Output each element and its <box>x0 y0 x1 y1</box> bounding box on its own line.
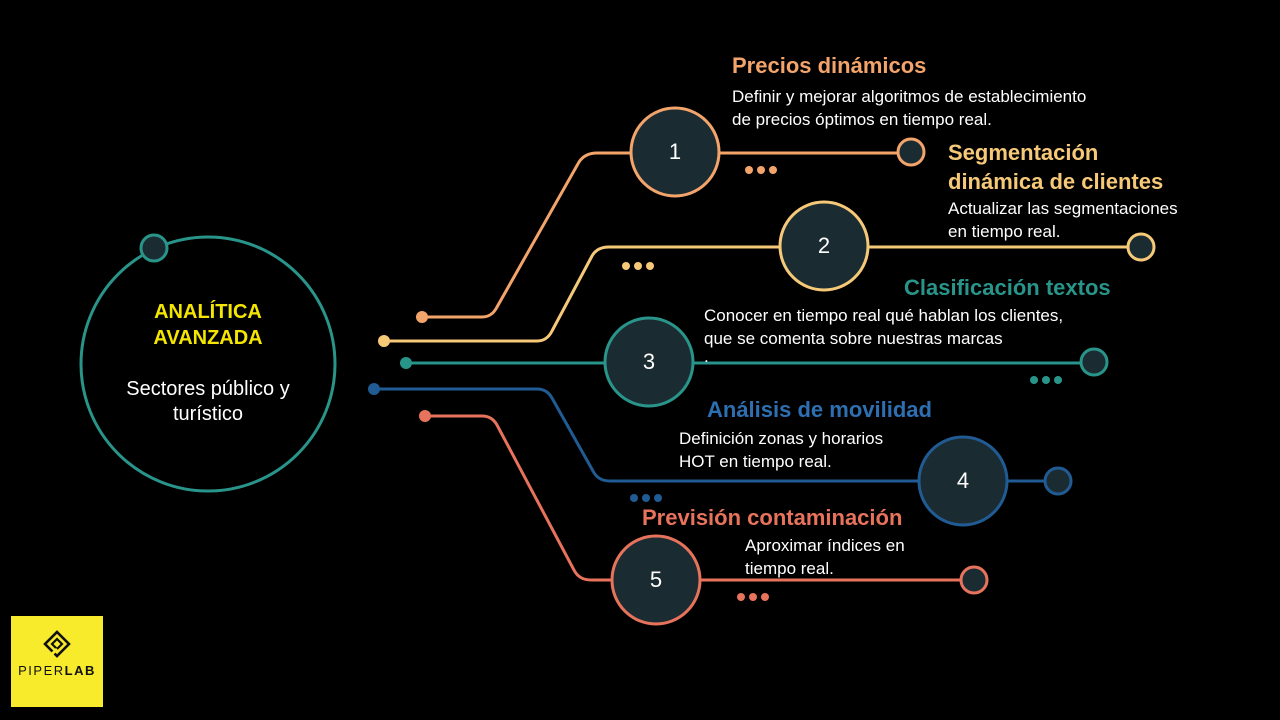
logo-brand-part1: PIPER <box>18 663 65 678</box>
branch-4-desc-line1: Definición zonas y horarios <box>679 429 884 448</box>
hub-subtitle-line1: Sectores público y <box>126 378 290 400</box>
hub-title: ANALÍTICA AVANZADA <box>88 299 328 351</box>
branch-4-description: Definición zonas y horarios HOT en tiemp… <box>679 427 883 473</box>
branch-2-number: 2 <box>817 233 831 258</box>
branch-4-desc-line2: HOT en tiempo real. <box>679 452 832 471</box>
branch-5-start-dot <box>419 410 431 422</box>
branch-2-title-line2: dinámica de clientes <box>948 169 1164 194</box>
branch-5-end-dot <box>959 565 989 595</box>
branch-1-desc-line1: Definir y mejorar algoritmos de establec… <box>732 87 1087 106</box>
branch-4-node <box>917 435 1009 527</box>
branch-4-end-dot <box>1043 466 1073 496</box>
branch-4-connector <box>374 387 921 483</box>
branch-4-number: 4 <box>956 468 970 493</box>
branch-1-desc-line2: de precios óptimos en tiempo real. <box>732 110 992 129</box>
logo-brand-part2: LAB <box>64 663 96 678</box>
branch-5-desc-line1: Aproximar índices en <box>745 536 905 555</box>
branch-3-node <box>603 316 695 408</box>
branch-2-connector <box>384 245 781 343</box>
branch-3-desc-line3: . <box>704 347 709 366</box>
branch-4-ellipsis-icon <box>630 494 662 502</box>
branch-5-number: 5 <box>649 567 663 592</box>
branch-5-title: Previsión contaminación <box>642 505 903 530</box>
branch-5-description: Aproximar índices en tiempo real. <box>745 534 905 580</box>
branch-5-node <box>610 534 702 626</box>
branch-3-desc-line1: Conocer en tiempo real qué hablan los cl… <box>704 306 1064 325</box>
hub-title-line2: AVANZADA <box>153 327 263 349</box>
diamond-logo-icon <box>43 630 71 658</box>
branch-5-desc-line2: tiempo real. <box>745 559 834 578</box>
branch-3-number: 3 <box>642 349 656 374</box>
branch-2-node <box>778 200 870 292</box>
branch-4-title: Análisis de movilidad <box>707 397 932 422</box>
hub-subtitle-line2: turístico <box>172 403 244 425</box>
branch-2-title-line1: Segmentación <box>948 140 1099 165</box>
branch-1-ellipsis-icon <box>745 166 777 174</box>
branch-3-description: Conocer en tiempo real qué hablan los cl… <box>704 304 1064 366</box>
branch-1-title: Precios dinámicos <box>732 53 927 78</box>
hub-title-line1: ANALÍTICA <box>154 301 262 323</box>
branch-2-start-dot <box>378 335 390 347</box>
branch-3-start-dot <box>400 357 412 369</box>
branch-5-connector <box>425 414 613 582</box>
logo-wordmark: PIPERLAB <box>11 663 103 678</box>
branch-1-end-dot <box>896 137 926 167</box>
branch-2-ellipsis-icon <box>622 262 654 270</box>
branch-3-title: Clasificación textos <box>904 275 1111 300</box>
hub-dot <box>139 233 169 263</box>
branch-1-number: 1 <box>668 139 682 164</box>
branch-1-description: Definir y mejorar algoritmos de establec… <box>732 85 1086 131</box>
hub-circle <box>79 235 337 493</box>
hub-subtitle: Sectores público y turístico <box>108 377 308 427</box>
branch-5-ellipsis-icon <box>737 593 769 601</box>
branch-1-start-dot <box>416 311 428 323</box>
branch-4-start-dot <box>368 383 380 395</box>
piperlab-logo: PIPERLAB <box>11 616 103 707</box>
branch-2-description: Actualizar las segmentaciones en tiempo … <box>948 197 1178 243</box>
branch-3-desc-line2: que se comenta sobre nuestras marcas <box>704 329 1003 348</box>
branch-1-connector <box>422 151 632 319</box>
branch-1-node <box>629 106 721 198</box>
branch-2-end-dot <box>1126 232 1156 262</box>
branch-2-desc-line2: en tiempo real. <box>948 222 1061 241</box>
branch-2-desc-line1: Actualizar las segmentaciones <box>948 199 1178 218</box>
branch-3-end-dot <box>1079 347 1109 377</box>
branch-2-title: Segmentación dinámica de clientes <box>948 138 1163 196</box>
branch-3-ellipsis-icon <box>1030 376 1062 384</box>
